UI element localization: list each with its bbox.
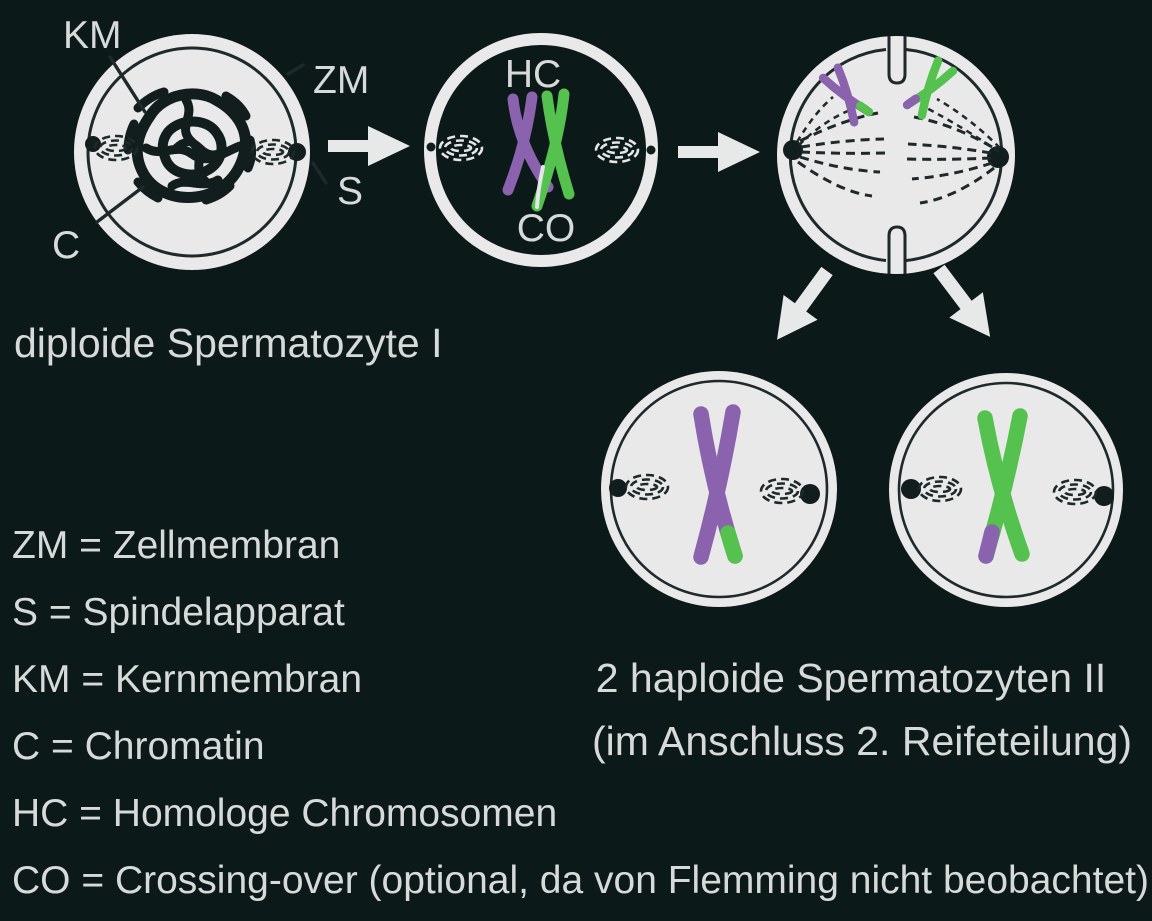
cell-metaphase-1: HC CO — [424, 33, 658, 267]
centrosome-right — [987, 146, 1009, 168]
label-km: KM — [63, 14, 122, 57]
centrosome-right — [646, 145, 656, 155]
cell-haploid-green — [889, 373, 1123, 607]
crossed-over-green-tip — [720, 525, 743, 564]
cell-prophase-1: KM ZM S C — [52, 14, 369, 270]
zm-pointer-line — [286, 63, 305, 76]
legend-hc: HC = Homologe Chromosomen — [12, 792, 557, 835]
crossed-over-purple-tip — [978, 524, 1000, 564]
cell-membrane — [777, 36, 1015, 274]
centrosome-right — [800, 484, 820, 504]
cleavage-furrow-top — [887, 36, 907, 85]
spindle-aster-right — [594, 136, 640, 164]
label-co: CO — [517, 207, 576, 250]
centrosome-left — [783, 140, 803, 160]
label-s: S — [337, 170, 363, 213]
km-pointer-line — [108, 55, 147, 114]
chromatin-mass — [123, 87, 257, 205]
caption-haploid-spermatocytes: 2 haploide Spermatozyten II — [596, 655, 1107, 701]
spindle-aster-left — [438, 134, 484, 162]
caption-second-division-note: (im Anschluss 2. Reifeteilung) — [592, 718, 1132, 764]
s-pointer-line — [311, 161, 328, 185]
legend-km: KM = Kernmembran — [12, 658, 362, 701]
centrosome-left — [901, 479, 921, 499]
arrow-down-right — [922, 256, 1007, 350]
chromosome-green-moving — [902, 56, 958, 120]
arrow-right-2 — [678, 132, 760, 172]
label-c: C — [52, 224, 80, 267]
crossed-over-purple-tip — [902, 94, 920, 110]
chromosome-green — [531, 88, 575, 212]
label-zm: ZM — [313, 59, 369, 102]
legend-co: CO = Crossing-over (optional, da von Fle… — [12, 859, 1149, 902]
centrosome-right — [1094, 486, 1114, 506]
legend: ZM = Zellmembran S = Spindelapparat KM =… — [12, 524, 1149, 902]
centrosome-left — [609, 479, 627, 497]
cell-haploid-purple — [601, 371, 837, 607]
centrosome-left — [85, 136, 101, 152]
label-hc: HC — [505, 53, 561, 96]
chromosome-purple-moving — [818, 63, 874, 127]
legend-c: C = Chromatin — [12, 725, 265, 768]
legend-zm: ZM = Zellmembran — [12, 524, 340, 567]
cleavage-furrow-bottom — [887, 225, 907, 274]
chromosome-purple — [693, 404, 743, 565]
inner-membrane — [897, 381, 1115, 599]
arrow-down-left — [760, 258, 844, 353]
arrow-right-1 — [328, 126, 410, 166]
co-pointer-line — [535, 165, 545, 209]
legend-s: S = Spindelapparat — [12, 591, 345, 634]
c-pointer-line — [95, 185, 145, 224]
centrosome-left — [426, 142, 436, 152]
crossed-over-green-tip — [856, 101, 874, 117]
chromosome-green — [977, 408, 1030, 564]
caption-diploid-spermatocyte: diploide Spermatozyte I — [14, 320, 442, 366]
cell-anaphase-1 — [777, 36, 1015, 274]
